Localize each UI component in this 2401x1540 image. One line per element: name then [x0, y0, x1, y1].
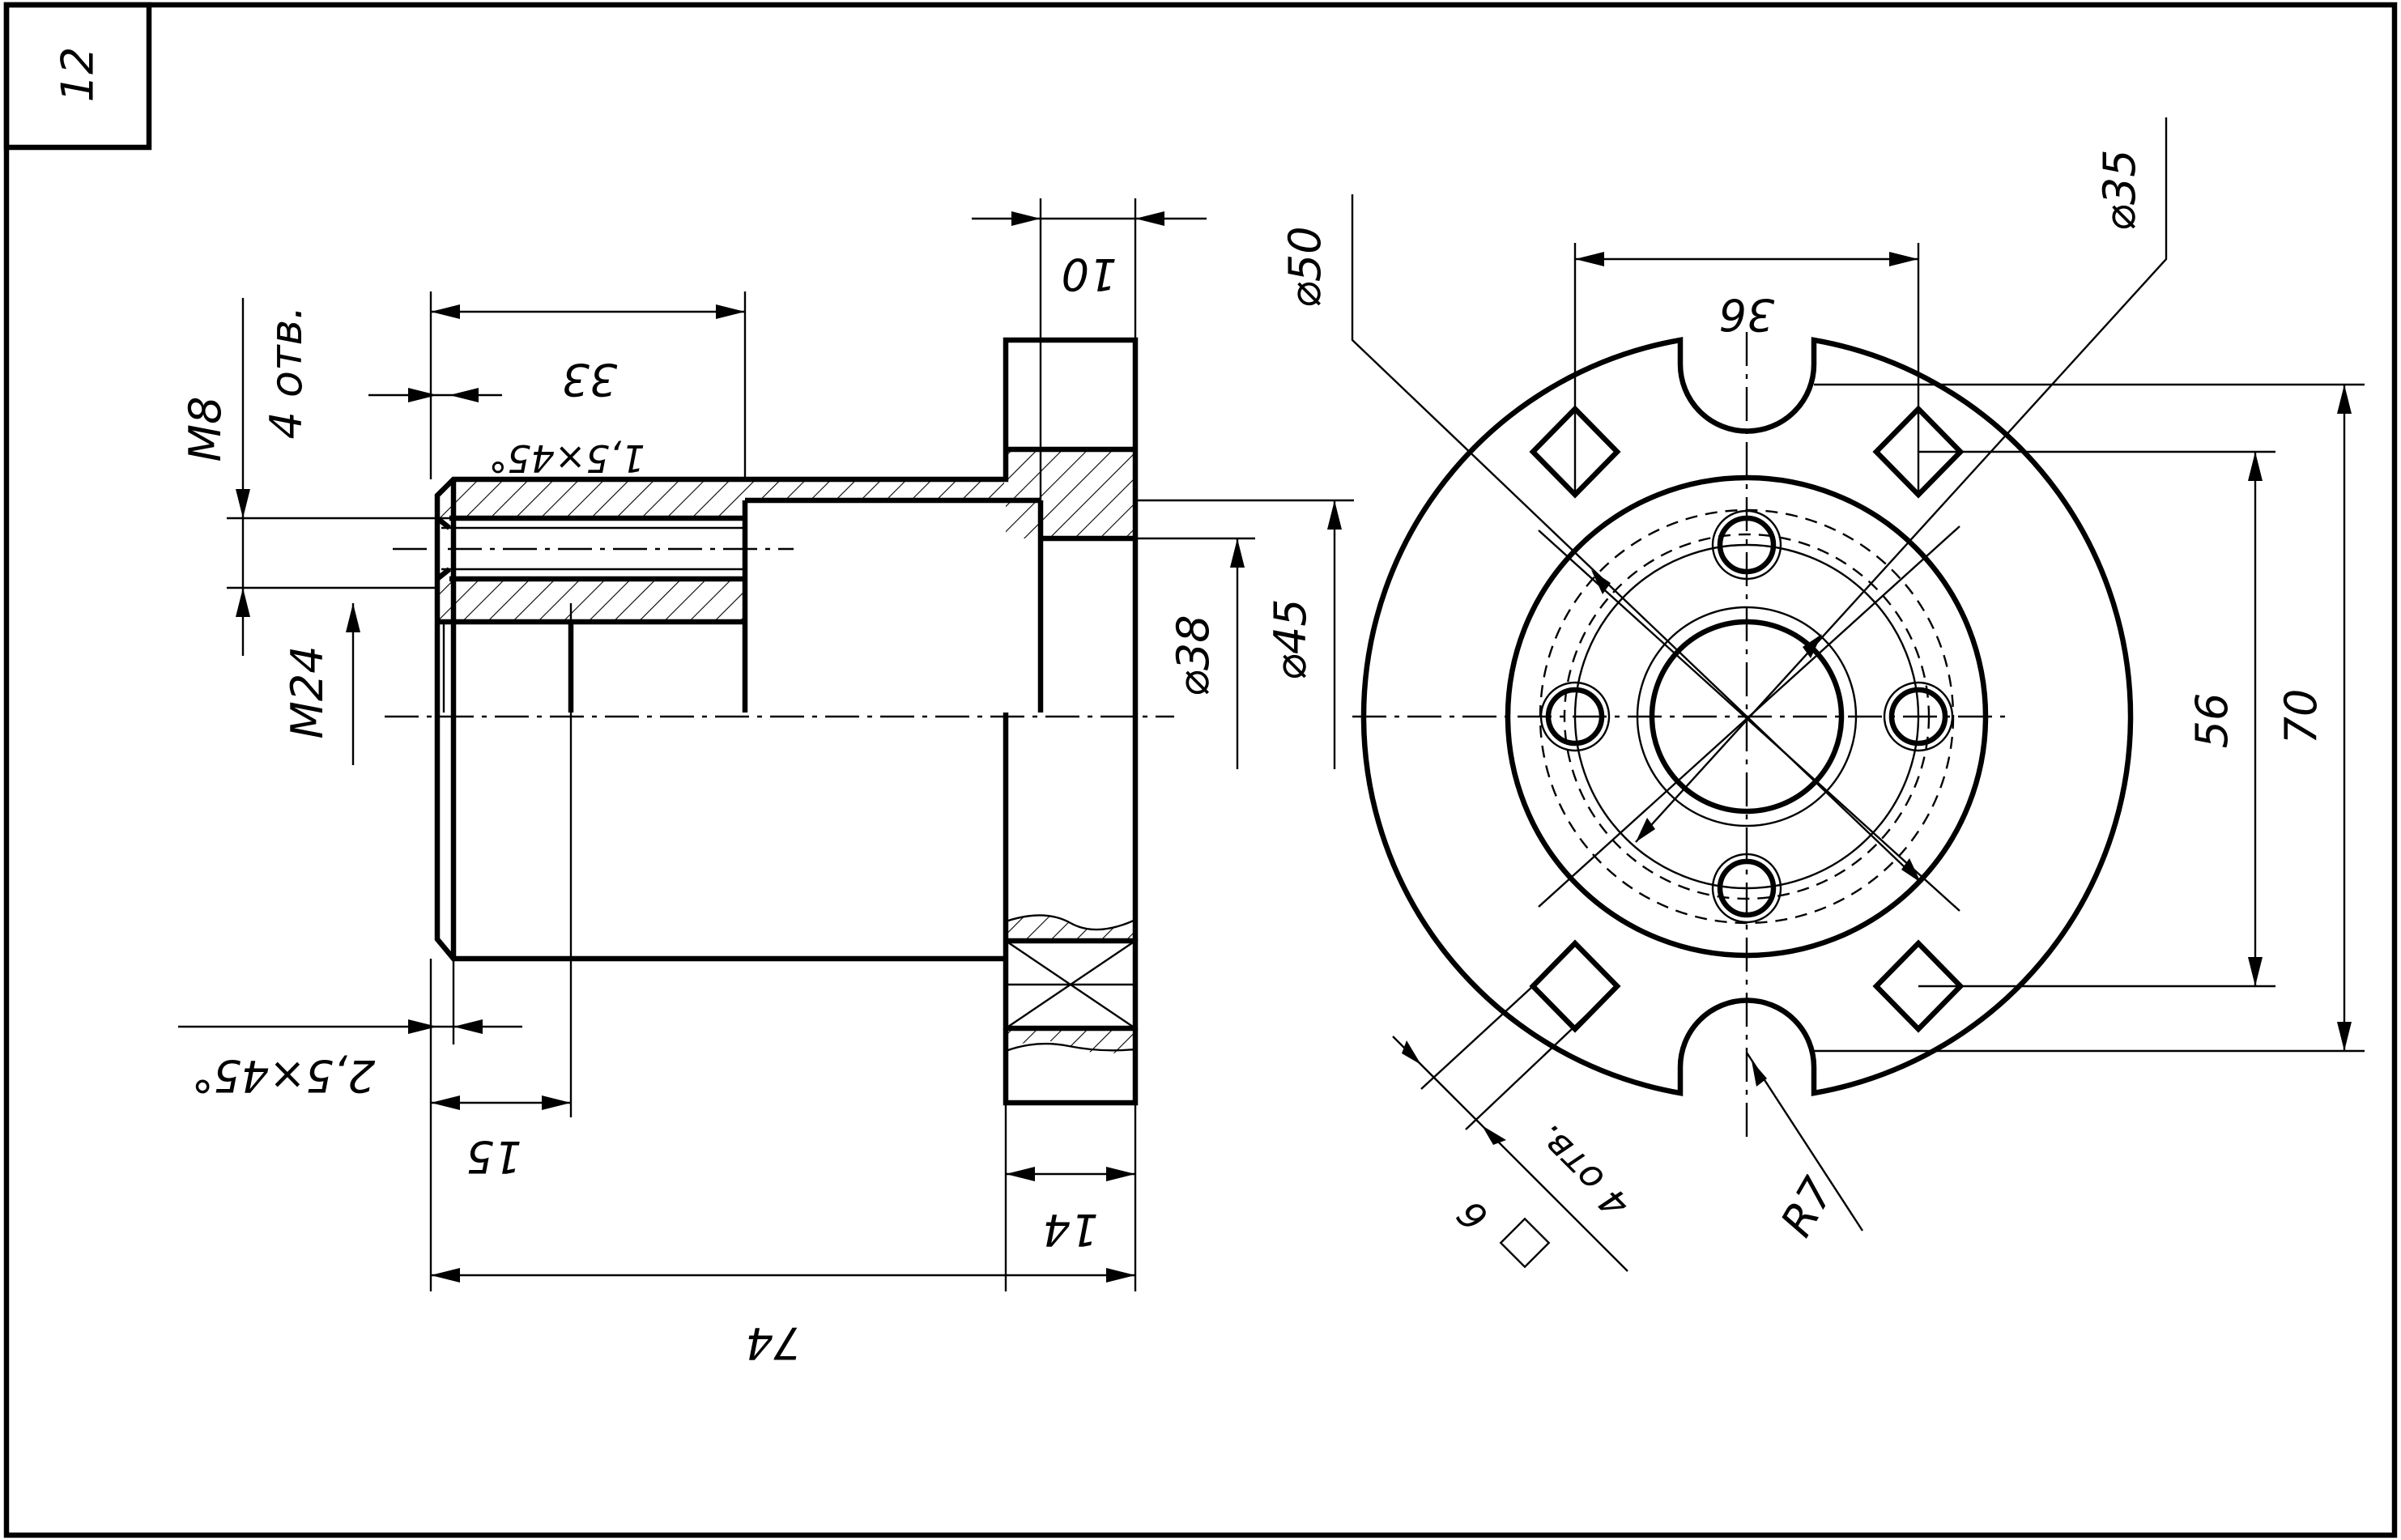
flange-contour — [1360, 337, 2134, 1096]
dim-chamfer-inner: 1,5×45° — [488, 436, 645, 480]
square-hole-tr — [1872, 405, 1965, 499]
hatch-flange-section — [1006, 449, 1135, 538]
arrows-15 — [431, 1095, 571, 1110]
dim-dia38: ⌀38 — [1168, 615, 1219, 696]
dim-36: 36 — [1719, 289, 1775, 340]
label-m8: M8 — [180, 397, 231, 462]
arrows-sq6 — [1402, 1040, 1506, 1145]
arrows-m8 — [236, 489, 250, 617]
side-view: 33 1,5×45° 10 M8 4 отв. M24 ⌀38 ⌀45 — [178, 198, 1354, 1368]
arrows-14 — [1006, 1167, 1135, 1181]
dim-15: 15 — [466, 1131, 522, 1182]
hatch-break-lower — [1006, 1028, 1135, 1054]
dim-56: 56 — [2186, 693, 2237, 749]
ext-sq-2 — [1465, 985, 1618, 1130]
chamfer-upper — [435, 516, 452, 530]
dim-chamfer-outer: 2,5×45° — [192, 1050, 376, 1101]
label-m24: M24 — [282, 645, 333, 738]
chamfer-lower — [435, 567, 452, 581]
dim-14: 14 — [1043, 1204, 1099, 1255]
hatch-break-upper — [1006, 915, 1135, 941]
label-square-size: 6 — [1449, 1192, 1496, 1240]
arrows-chamfer-inner — [408, 388, 479, 402]
sheet-number: 12 — [53, 47, 104, 103]
label-m8-count: 4 отв. — [261, 305, 312, 439]
leader-dia50 — [1351, 194, 1922, 883]
arrows-chamfer-outer — [408, 1019, 483, 1034]
leader-r7 — [1745, 1052, 1864, 1232]
dim-line-sq6 — [1392, 1036, 1628, 1272]
dim-r7: R7 — [1771, 1169, 1845, 1245]
arrow-dia45 — [1327, 500, 1342, 530]
arrow-dia38 — [1230, 538, 1245, 568]
label-square-count: 4 отв. — [1526, 1116, 1638, 1227]
sheet-frame — [3, 2, 2398, 1538]
dim-33: 33 — [562, 354, 618, 405]
dim-70: 70 — [2275, 689, 2327, 745]
square-hole-tl — [1529, 405, 1621, 499]
arrow-m24 — [346, 603, 360, 632]
flange-outline — [1003, 337, 1139, 1106]
break-wave-bottom — [1005, 1042, 1136, 1053]
hatch-upper-wall — [437, 479, 1004, 518]
dim-dia45: ⌀45 — [1265, 598, 1316, 680]
dim-10: 10 — [1062, 249, 1117, 300]
dim-dia35: ⌀35 — [2094, 149, 2145, 231]
front-diag-1 — [1538, 530, 1960, 912]
square-hole-cross — [1003, 939, 1139, 1030]
front-view: ⌀50 ⌀35 36 56 70 R7 4 отв. 6 — [1279, 117, 2365, 1272]
hatch-thread-wall — [437, 579, 745, 622]
dim-74: 74 — [746, 1317, 802, 1368]
body-outer-top — [434, 449, 1009, 962]
sheet-number-box — [3, 2, 152, 151]
arrow-r7 — [1752, 1061, 1767, 1087]
dim-dia50: ⌀50 — [1279, 226, 1330, 308]
square-hole-br — [1872, 939, 1965, 1033]
ext-sq-1 — [1420, 985, 1534, 1090]
square-hole-bl — [1529, 939, 1621, 1033]
square-symbol-icon — [1499, 1217, 1551, 1269]
break-wave-top — [1005, 914, 1136, 931]
